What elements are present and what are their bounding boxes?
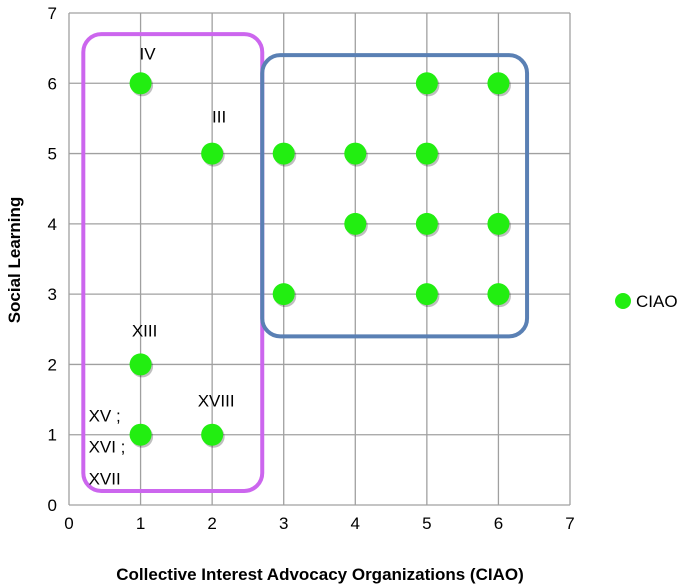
y-tick-label: 6: [48, 74, 57, 93]
point-annotation: XVI ;: [89, 438, 126, 457]
x-tick-labels: 0 1 2 3 4 5 6 7: [64, 514, 574, 533]
data-point: [201, 142, 224, 165]
data-point: [129, 72, 152, 95]
x-tick-label: 7: [565, 514, 574, 533]
point-annotation: XV ;: [89, 407, 121, 426]
data-point: [129, 423, 152, 446]
data-point: [415, 283, 438, 306]
data-point: [487, 72, 510, 95]
data-point: [415, 142, 438, 165]
point-annotation: XIII: [132, 321, 158, 340]
data-point: [344, 212, 367, 235]
data-point: [487, 212, 510, 235]
data-point: [415, 72, 438, 95]
group-box: [260, 53, 530, 339]
data-point: [487, 283, 510, 306]
group-boxes: [81, 32, 530, 493]
x-tick-label: 1: [136, 514, 145, 533]
legend: CIAO: [615, 292, 678, 311]
data-point: [415, 212, 438, 235]
y-tick-label: 2: [48, 355, 57, 374]
y-tick-label: 3: [48, 285, 57, 304]
legend-marker: [615, 293, 631, 309]
x-tick-label: 0: [64, 514, 73, 533]
point-annotations: IV III XIII XVIII XV ; XVI ; XVII: [89, 44, 235, 488]
y-tick-labels: 0 1 2 3 4 5 6 7: [48, 4, 57, 515]
y-tick-label: 1: [48, 426, 57, 445]
grid-lines: [68, 12, 571, 506]
data-points: [129, 72, 511, 448]
x-tick-label: 6: [494, 514, 503, 533]
x-tick-label: 3: [279, 514, 288, 533]
point-annotation: III: [212, 108, 226, 127]
data-point: [344, 142, 367, 165]
data-point: [129, 353, 152, 376]
y-axis-title: Social Learning: [5, 197, 24, 324]
point-annotation: XVII: [89, 470, 121, 489]
x-tick-label: 5: [422, 514, 431, 533]
data-point: [201, 423, 224, 446]
data-point: [272, 142, 295, 165]
point-annotation: IV: [140, 44, 157, 63]
point-annotation: XVIII: [198, 392, 235, 411]
y-tick-label: 4: [48, 215, 57, 234]
x-axis-title: Collective Interest Advocacy Organizatio…: [116, 565, 523, 584]
y-tick-label: 7: [48, 4, 57, 23]
x-tick-label: 4: [351, 514, 360, 533]
data-point: [272, 283, 295, 306]
y-tick-label: 5: [48, 145, 57, 164]
y-tick-label: 0: [48, 496, 57, 515]
legend-label: CIAO: [636, 292, 678, 311]
x-tick-label: 2: [207, 514, 216, 533]
